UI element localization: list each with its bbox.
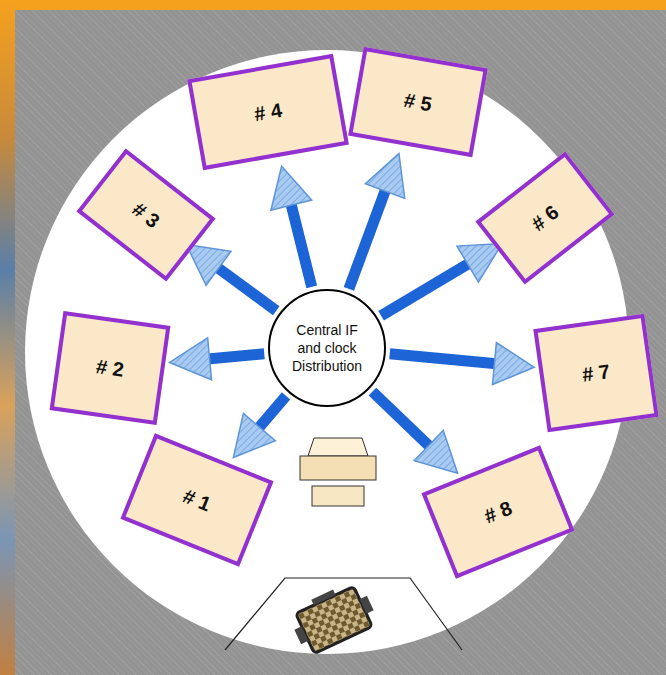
hub-label: Central IF and clock Distribution [285,321,369,375]
arrow-head [186,245,231,286]
console-icon [300,438,376,506]
arrow-shaft [372,392,435,453]
signal-arrow [390,343,535,385]
arrow-shaft [349,182,389,289]
arrow-shaft [381,259,476,316]
left-frame-strip [0,0,15,675]
signal-arrow [271,166,312,287]
signal-arrow [372,392,457,474]
antenna-station-box: # 7 [533,314,658,433]
station-number: # 7 [581,360,612,387]
arrow-head [365,154,404,199]
station-number: # 3 [128,197,164,232]
arrow-head [170,338,212,380]
arrow-shaft [210,262,276,310]
signal-arrow [186,245,276,311]
station-number: # 6 [527,200,563,235]
equipment-case-icon [286,578,380,657]
signal-arrow [233,396,286,458]
arrow-head [492,343,534,385]
station-number: # 5 [402,88,433,115]
station-number: # 1 [180,484,214,516]
top-frame-strip [0,0,666,10]
signal-arrow [170,338,265,380]
arrow-head [457,244,502,283]
station-number: # 2 [95,355,126,382]
station-number: # 4 [252,98,283,125]
antenna-station-box: # 2 [50,311,171,425]
signal-arrow [381,244,502,316]
station-number: # 8 [481,496,515,528]
arrow-head [271,166,312,210]
arrow-head [414,430,457,473]
arrow-head [233,413,275,457]
distribution-hub: Central IF and clock Distribution [268,289,386,407]
arrow-shaft [390,354,505,365]
signal-arrow [349,154,405,289]
arrow-shaft [289,195,312,286]
